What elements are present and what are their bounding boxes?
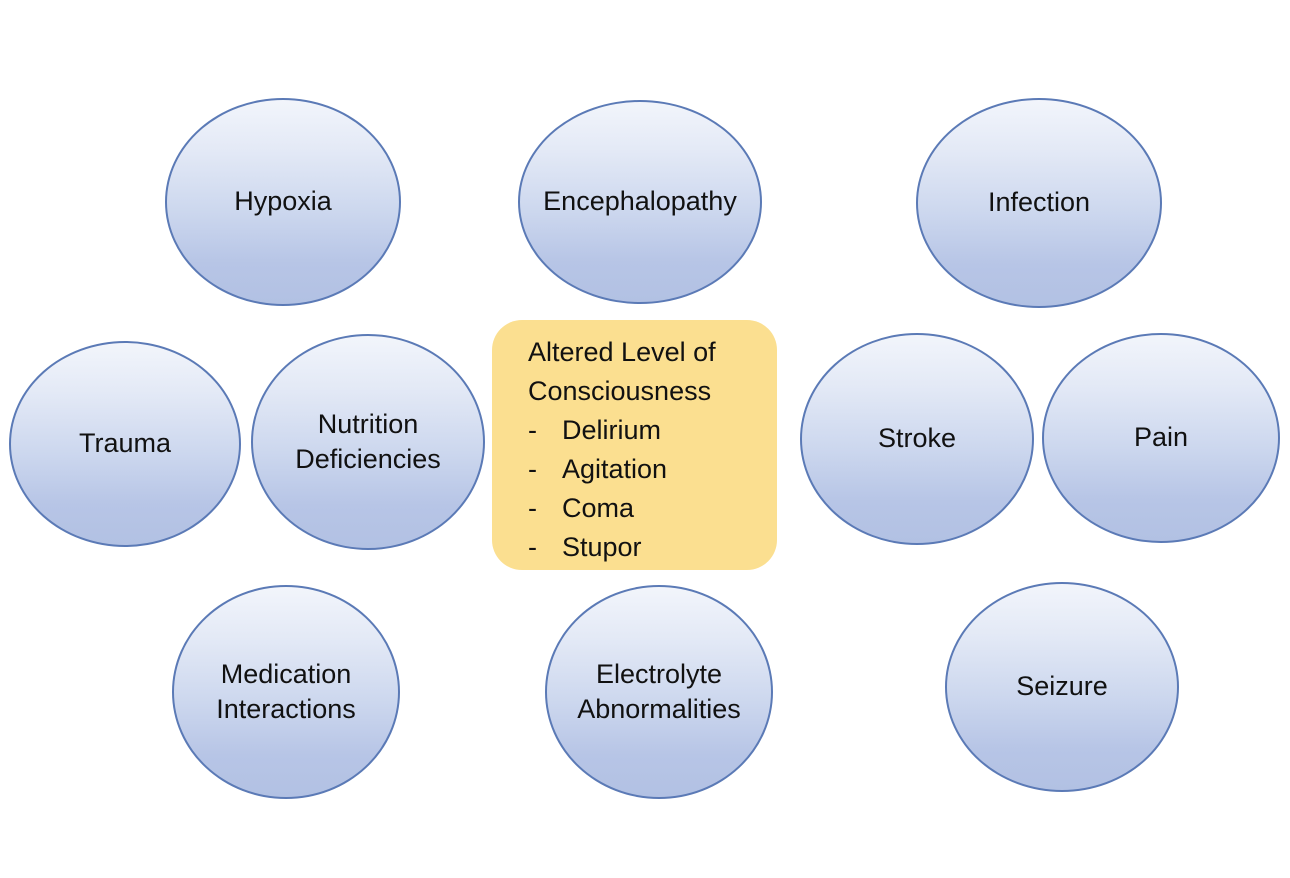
node-seizure: Seizure: [945, 582, 1179, 792]
node-encephalopathy: Encephalopathy: [518, 100, 762, 304]
node-seizure-label: Seizure: [1016, 671, 1108, 702]
node-hypoxia-label: Hypoxia: [234, 186, 332, 217]
node-stroke-label: Stroke: [877, 423, 957, 454]
bullet-item-delirium: - Delirium: [528, 411, 767, 450]
node-encephalopathy-label: Encephalopathy: [543, 186, 737, 217]
node-medication-interactions: Medication Interactions: [172, 585, 400, 799]
node-medication-interactions-label: Medication Interactions: [216, 658, 356, 724]
node-pain: Pain: [1042, 333, 1280, 543]
bullet-dash: -: [528, 454, 537, 484]
bullet-item-delirium-label: Delirium: [562, 415, 662, 445]
bullet-item-stupor: - Stupor: [528, 528, 767, 567]
node-electrolyte-abnormalities: Electrolyte Abnormalities: [545, 585, 773, 799]
bullet-item-coma: - Coma: [528, 489, 767, 528]
node-electrolyte-abnormalities-label: Electrolyte Abnormalities: [577, 658, 741, 724]
bullet-item-agitation: - Agitation: [528, 450, 767, 489]
node-trauma: Trauma: [9, 341, 241, 547]
node-infection-label: Infection: [987, 187, 1091, 218]
bullet-dash: -: [528, 532, 537, 562]
node-trauma-label: Trauma: [78, 428, 172, 459]
bullet-item-agitation-label: Agitation: [562, 454, 668, 484]
center-box-title: Altered Level of Consciousness: [528, 337, 716, 406]
bullet-item-stupor-label: Stupor: [562, 532, 642, 562]
node-pain-label: Pain: [1133, 422, 1189, 453]
node-infection: Infection: [916, 98, 1162, 308]
node-stroke: Stroke: [800, 333, 1034, 545]
bullet-dash: -: [528, 493, 537, 523]
node-hypoxia: Hypoxia: [165, 98, 401, 306]
node-nutrition-deficiencies: Nutrition Deficiencies: [251, 334, 485, 550]
center-box-altered-level-of-consciousness: Altered Level of Consciousness - Deliriu…: [492, 320, 777, 570]
node-nutrition-deficiencies-label: Nutrition Deficiencies: [295, 408, 441, 474]
bullet-item-coma-label: Coma: [562, 493, 635, 523]
bullet-dash: -: [528, 415, 537, 445]
